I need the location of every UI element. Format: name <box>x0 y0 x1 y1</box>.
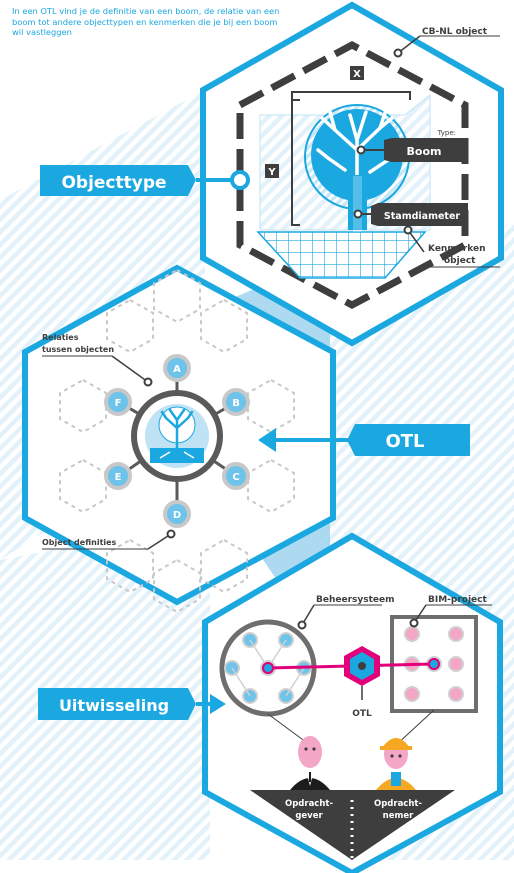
type-caption: Type: <box>437 129 456 137</box>
callout-cbnl-object: CB-NL object <box>422 27 488 37</box>
role-left-line1: Opdracht- <box>285 799 333 809</box>
callout-relaties-line1: Relaties <box>42 333 79 342</box>
dim-x-label: X <box>353 69 361 80</box>
callout-relaties-line2: tussen objecten <box>42 345 114 354</box>
node-b: B <box>232 398 240 409</box>
dimension-y <box>291 99 300 226</box>
callout-beheersysteem: Beheersysteem <box>316 595 395 605</box>
otl-hub-label: OTL <box>352 709 372 719</box>
tree-illustration <box>304 104 410 232</box>
objecttype-hexagon: X Y Type: Boom Stamdiameter CB-NL object… <box>200 1 504 347</box>
callout-bim-project: BIM-project <box>428 595 487 605</box>
callout-kenmerken-line1: Kenmerken <box>428 244 486 254</box>
client-person <box>267 713 330 790</box>
dim-y-label: Y <box>267 167 276 178</box>
type-value-tag: Boom <box>407 145 442 158</box>
objecttype-title: Objecttype <box>61 173 166 193</box>
uitwisseling-title-pill <box>38 688 196 720</box>
otl-title: OTL <box>385 431 424 452</box>
node-e: E <box>115 472 122 483</box>
node-a: A <box>173 364 181 375</box>
dimension-x <box>291 91 411 100</box>
otl-hexagon: A B C D E F Relaties tussen objecten Obj… <box>22 264 336 614</box>
otl-title-pill <box>347 424 470 456</box>
relation-nodes: A B C D E F <box>104 354 250 528</box>
attribute-tag: Stamdiameter <box>384 211 460 222</box>
role-left-line2: gever <box>295 811 323 821</box>
node-c: C <box>232 472 239 483</box>
callout-object-definities: Object definities <box>42 538 117 547</box>
otl-arrow-head <box>258 428 276 452</box>
uitwisseling-title: Uitwisseling <box>59 696 169 715</box>
node-f: F <box>115 398 122 409</box>
node-d: D <box>173 510 181 521</box>
role-right-line2: nemer <box>383 811 414 821</box>
contractor-person <box>376 709 435 790</box>
uitwisseling-hexagon: OTL Beheersysteem BIM-project <box>202 532 503 873</box>
role-right-line1: Opdracht- <box>374 799 422 809</box>
dashed-hexagon <box>236 41 469 309</box>
intro-text: In een OTL vind je de definitie van een … <box>12 6 280 37</box>
objecttype-title-pill <box>40 165 196 196</box>
uitwisseling-arrow-head <box>210 694 226 714</box>
callout-kenmerken-line2: object <box>444 256 476 266</box>
